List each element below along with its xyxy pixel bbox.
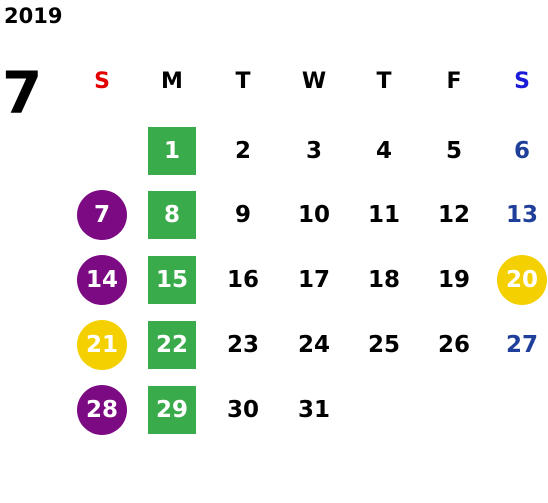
day-cell-24[interactable]: 24 (297, 332, 330, 358)
day-cell-2[interactable]: 2 (234, 138, 251, 164)
day-cell-11[interactable]: 11 (367, 202, 400, 228)
day-cell-8[interactable]: 8 (148, 191, 196, 239)
calendar-year: 2019 (4, 4, 63, 28)
day-cell-5[interactable]: 5 (445, 138, 462, 164)
weekday-header-sun: S (94, 68, 110, 94)
day-cell-27[interactable]: 27 (505, 332, 538, 358)
day-cell-10[interactable]: 10 (297, 202, 330, 228)
day-cell-14[interactable]: 14 (77, 255, 127, 305)
weekday-header-fri: F (446, 68, 462, 94)
weekday-header-mon: M (161, 68, 183, 94)
day-cell-20[interactable]: 20 (497, 255, 547, 305)
day-cell-9[interactable]: 9 (234, 202, 251, 228)
day-cell-29[interactable]: 29 (148, 386, 196, 434)
day-cell-22[interactable]: 22 (148, 321, 196, 369)
weekday-header-tue: T (235, 68, 251, 94)
day-cell-17[interactable]: 17 (297, 267, 330, 293)
day-cell-31[interactable]: 31 (297, 397, 330, 423)
day-cell-1[interactable]: 1 (148, 127, 196, 175)
day-cell-23[interactable]: 23 (226, 332, 259, 358)
day-cell-21[interactable]: 21 (77, 320, 127, 370)
day-cell-16[interactable]: 16 (226, 267, 259, 293)
day-cell-12[interactable]: 12 (437, 202, 470, 228)
day-cell-13[interactable]: 13 (505, 202, 538, 228)
day-cell-6[interactable]: 6 (513, 138, 530, 164)
day-cell-19[interactable]: 19 (437, 267, 470, 293)
weekday-header-sat: S (514, 68, 530, 94)
day-cell-26[interactable]: 26 (437, 332, 470, 358)
day-cell-15[interactable]: 15 (148, 256, 196, 304)
day-cell-7[interactable]: 7 (77, 190, 127, 240)
day-cell-30[interactable]: 30 (226, 397, 259, 423)
day-cell-3[interactable]: 3 (305, 138, 322, 164)
day-cell-28[interactable]: 28 (77, 385, 127, 435)
day-cell-25[interactable]: 25 (367, 332, 400, 358)
weekday-header-wed: W (301, 68, 327, 94)
day-cell-18[interactable]: 18 (367, 267, 400, 293)
day-cell-4[interactable]: 4 (375, 138, 392, 164)
calendar-month: 7 (2, 59, 43, 127)
weekday-header-thu: T (376, 68, 392, 94)
